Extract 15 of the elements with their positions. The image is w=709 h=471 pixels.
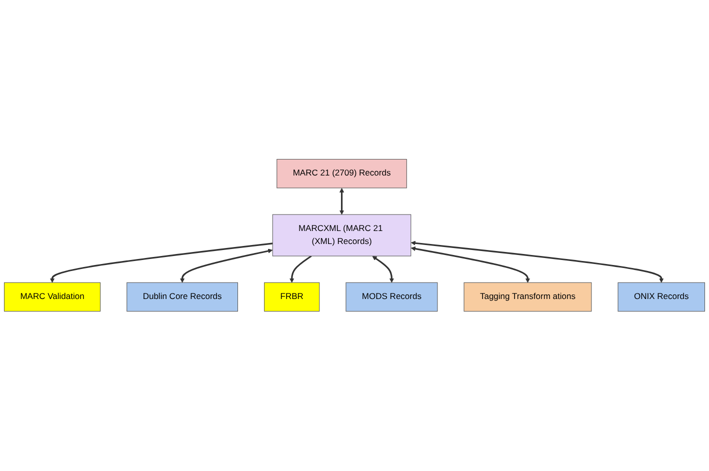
arrow — [372, 256, 394, 284]
node-box: Tagging Transform ations — [464, 282, 592, 312]
node-box: MARC Validation — [4, 282, 101, 312]
arrow — [410, 241, 664, 284]
node-box: ONIX Records — [618, 282, 705, 312]
arrow — [290, 256, 312, 284]
node-box: Dublin Core Records — [126, 282, 238, 312]
node-box: MARCXML (MARC 21 (XML) Records) — [272, 214, 412, 256]
arrow — [410, 246, 530, 284]
node-box: FRBR — [264, 282, 320, 312]
node-box: MODS Records — [346, 282, 438, 312]
arrow — [339, 188, 344, 215]
arrow — [180, 248, 273, 284]
arrow — [50, 242, 273, 284]
node-box: MARC 21 (2709) Records — [276, 159, 407, 188]
